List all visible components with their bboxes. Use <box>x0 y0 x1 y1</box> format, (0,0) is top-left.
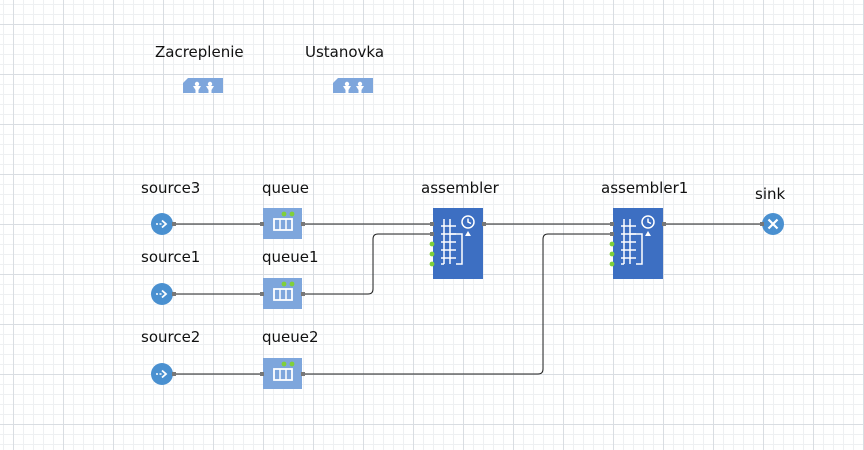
queue1-block[interactable] <box>260 278 305 309</box>
input-port[interactable] <box>260 372 264 376</box>
queue-icon <box>263 278 302 309</box>
input-port[interactable] <box>429 251 435 257</box>
output-port[interactable] <box>172 292 176 296</box>
resource-pool-ustanovka[interactable] <box>333 78 373 93</box>
input-port[interactable] <box>430 222 434 226</box>
queue-icon <box>263 208 302 239</box>
assembler1-block[interactable] <box>609 208 666 279</box>
input-port[interactable] <box>429 241 435 247</box>
output-port[interactable] <box>172 372 176 376</box>
input-port[interactable] <box>429 261 435 267</box>
queue-block[interactable] <box>260 208 305 239</box>
block-label-source1: source1 <box>141 248 201 266</box>
input-port[interactable] <box>609 251 615 257</box>
source-icon <box>151 363 173 385</box>
block-label-queue: queue <box>262 179 309 197</box>
output-port[interactable] <box>301 222 305 226</box>
input-port[interactable] <box>260 292 264 296</box>
sink-block[interactable] <box>760 213 784 235</box>
block-label-assembler1: assembler1 <box>601 179 689 197</box>
connectors <box>174 223 762 375</box>
input-port[interactable] <box>260 222 264 226</box>
resource-pool-zacreplenie[interactable] <box>183 78 223 93</box>
input-port[interactable] <box>430 232 434 236</box>
input-port[interactable] <box>609 261 615 267</box>
resource-pool-icon <box>333 78 373 93</box>
block-label-source2: source2 <box>141 328 201 346</box>
assembler-icon <box>433 208 483 279</box>
input-port[interactable] <box>610 232 614 236</box>
block-label-assembler: assembler <box>421 179 499 197</box>
queue2-block[interactable] <box>260 358 305 389</box>
source1-block[interactable] <box>151 283 176 305</box>
output-port[interactable] <box>172 222 176 226</box>
resource-label-zacreplenie: Zacreplenie <box>155 43 244 61</box>
input-port[interactable] <box>610 222 614 226</box>
source-icon <box>151 213 173 235</box>
output-port[interactable] <box>482 222 486 226</box>
input-port[interactable] <box>760 222 764 226</box>
block-label-queue1: queue1 <box>262 248 319 266</box>
link-queue2-assembler1[interactable] <box>303 233 612 375</box>
source-icon <box>151 283 173 305</box>
source2-block[interactable] <box>151 363 176 385</box>
block-label-source3: source3 <box>141 179 201 197</box>
queue-icon <box>263 358 302 389</box>
assembler-block[interactable] <box>429 208 486 279</box>
input-port[interactable] <box>609 241 615 247</box>
source3-block[interactable] <box>151 213 176 235</box>
output-port[interactable] <box>301 292 305 296</box>
resource-pool-icon <box>183 78 223 93</box>
assembler-icon <box>613 208 663 279</box>
sink-icon <box>762 213 784 235</box>
block-label-sink: sink <box>755 185 786 203</box>
block-label-queue2: queue2 <box>262 328 319 346</box>
link-queue1-assembler[interactable] <box>303 233 432 295</box>
output-port[interactable] <box>662 222 666 226</box>
resource-label-ustanovka: Ustanovka <box>305 43 385 61</box>
output-port[interactable] <box>301 372 305 376</box>
